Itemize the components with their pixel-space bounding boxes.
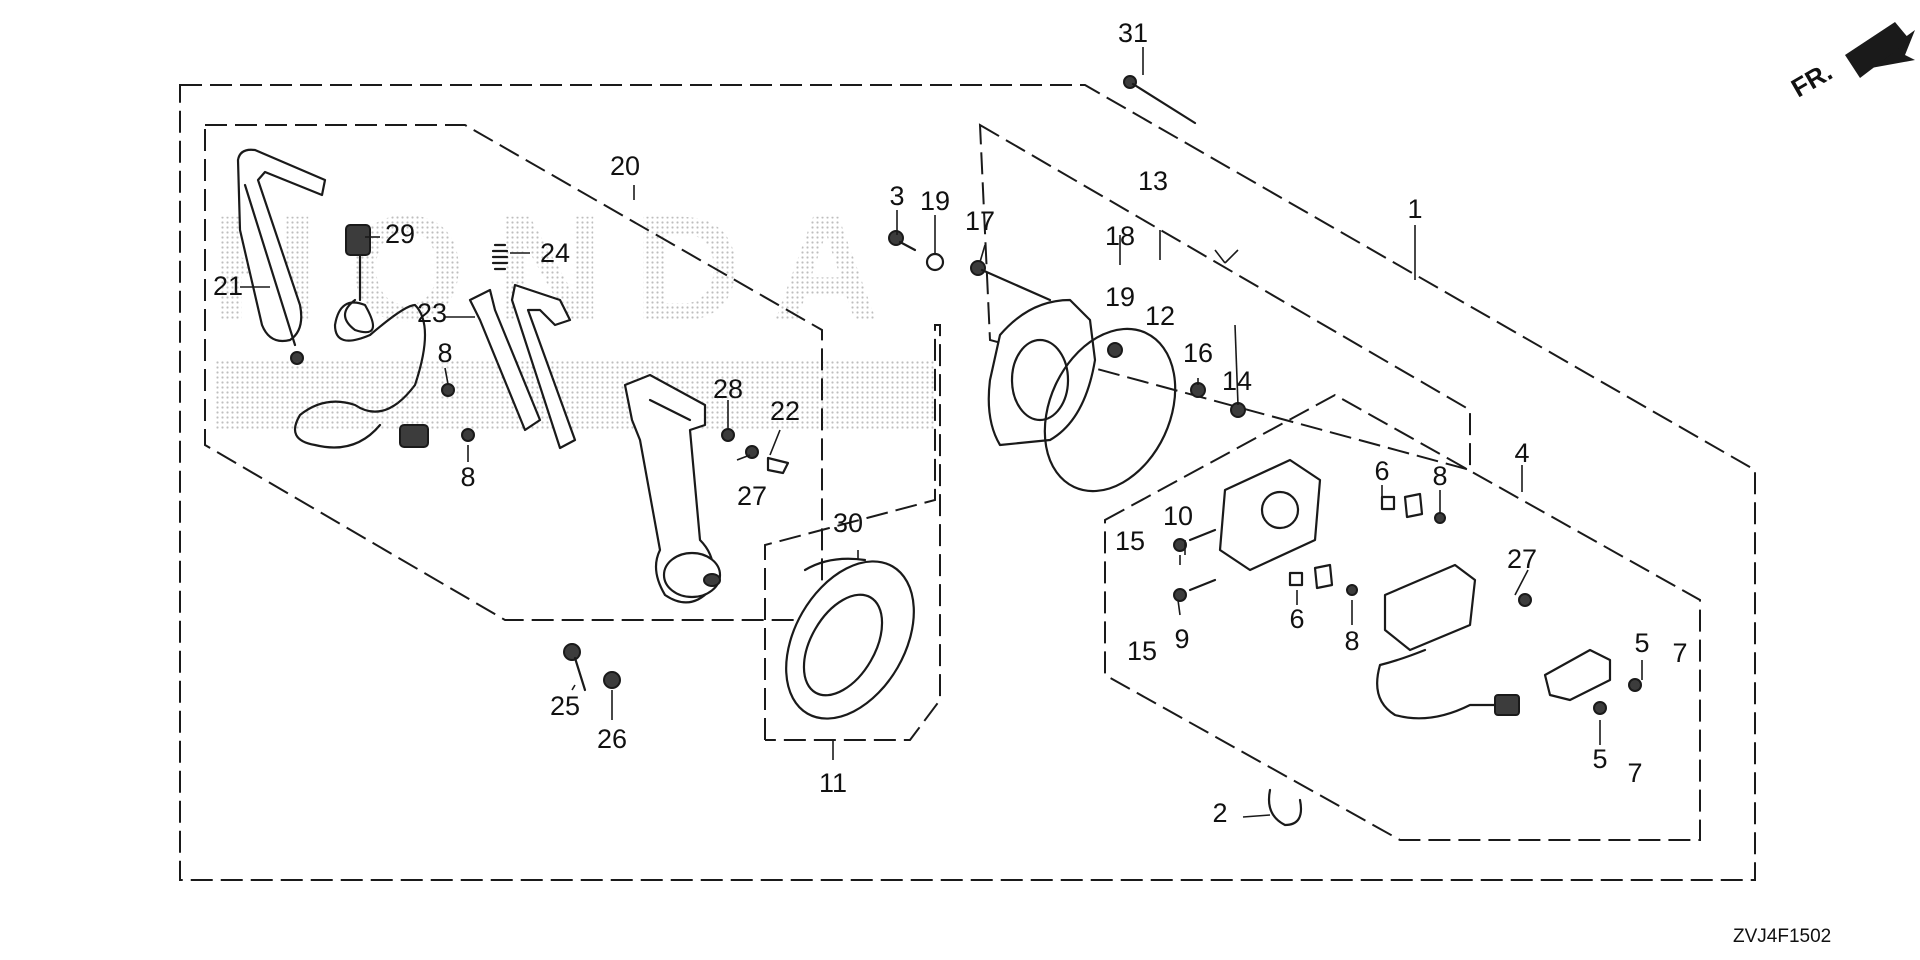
sensor-housing-4	[1173, 458, 1322, 602]
bolts-3-17-19	[888, 230, 1052, 302]
callout-8: 8	[460, 462, 475, 492]
callout-21: 21	[213, 271, 243, 301]
callout-6: 6	[1374, 456, 1389, 486]
front-direction-arrow: FR.	[1786, 22, 1915, 103]
callout-20: 20	[610, 151, 640, 181]
callout-19: 19	[920, 186, 950, 216]
callout-9: 9	[1174, 624, 1189, 654]
callout-26: 26	[597, 724, 627, 754]
callout-16: 16	[1183, 338, 1213, 368]
clips-6-8	[1288, 492, 1446, 596]
callout-19: 19	[1105, 282, 1135, 312]
callout-7: 7	[1627, 758, 1642, 788]
small-parts-22-27-28	[721, 428, 790, 475]
switch-assembly	[1376, 563, 1642, 720]
callout-17: 17	[965, 206, 995, 236]
callout-15: 15	[1127, 636, 1157, 666]
callout-3: 3	[889, 181, 904, 211]
bolt-25-washer-26	[563, 643, 621, 692]
callout-7: 7	[1672, 638, 1687, 668]
callout-5: 5	[1592, 744, 1607, 774]
spring-24	[491, 243, 509, 271]
callout-4: 4	[1514, 438, 1529, 468]
watermark: HONDA	[210, 184, 935, 430]
callout-13: 13	[1138, 166, 1168, 196]
leader-lines	[240, 47, 1643, 818]
clip-2	[1267, 788, 1303, 827]
watermark-text: HONDA	[210, 184, 910, 352]
pedal-lever-20	[623, 373, 722, 604]
callout-8: 8	[1432, 461, 1447, 491]
callout-12: 12	[1145, 301, 1175, 331]
assembly-4-border	[1104, 393, 1701, 841]
callout-23: 23	[417, 298, 447, 328]
callout-27: 27	[1507, 544, 1537, 574]
front-direction-label: FR.	[1786, 56, 1837, 103]
assembly-1-border	[179, 84, 1756, 881]
callout-6: 6	[1289, 604, 1304, 634]
sensor-coil-29	[293, 224, 429, 449]
callout-30: 30	[833, 508, 863, 538]
diagram-code: ZVJ4F1502	[1733, 926, 1831, 947]
cover-13	[987, 298, 1246, 493]
callout-8: 8	[1344, 626, 1359, 656]
bolt-31	[1123, 75, 1197, 125]
callout-5: 5	[1634, 628, 1649, 658]
callout-18: 18	[1105, 221, 1135, 251]
assembly-13-border	[978, 123, 1471, 472]
callout-10: 10	[1163, 501, 1193, 531]
callout-31: 31	[1118, 18, 1148, 48]
callout-25: 25	[550, 691, 580, 721]
pedal-arm-21	[236, 148, 327, 365]
callout-1: 1	[1407, 194, 1422, 224]
callout-29: 29	[385, 219, 415, 249]
callout-22: 22	[770, 396, 800, 426]
callout-27: 27	[737, 481, 767, 511]
callout-11: 11	[819, 768, 847, 798]
callout-8: 8	[437, 338, 452, 368]
assembly-11-border	[764, 324, 941, 741]
bracket-23	[441, 283, 577, 450]
callout-28: 28	[713, 374, 743, 404]
callout-14: 14	[1222, 366, 1252, 396]
ring-11-30	[785, 557, 915, 720]
callout-24: 24	[540, 238, 570, 268]
callout-2: 2	[1212, 798, 1227, 828]
callout-15: 15	[1115, 526, 1145, 556]
